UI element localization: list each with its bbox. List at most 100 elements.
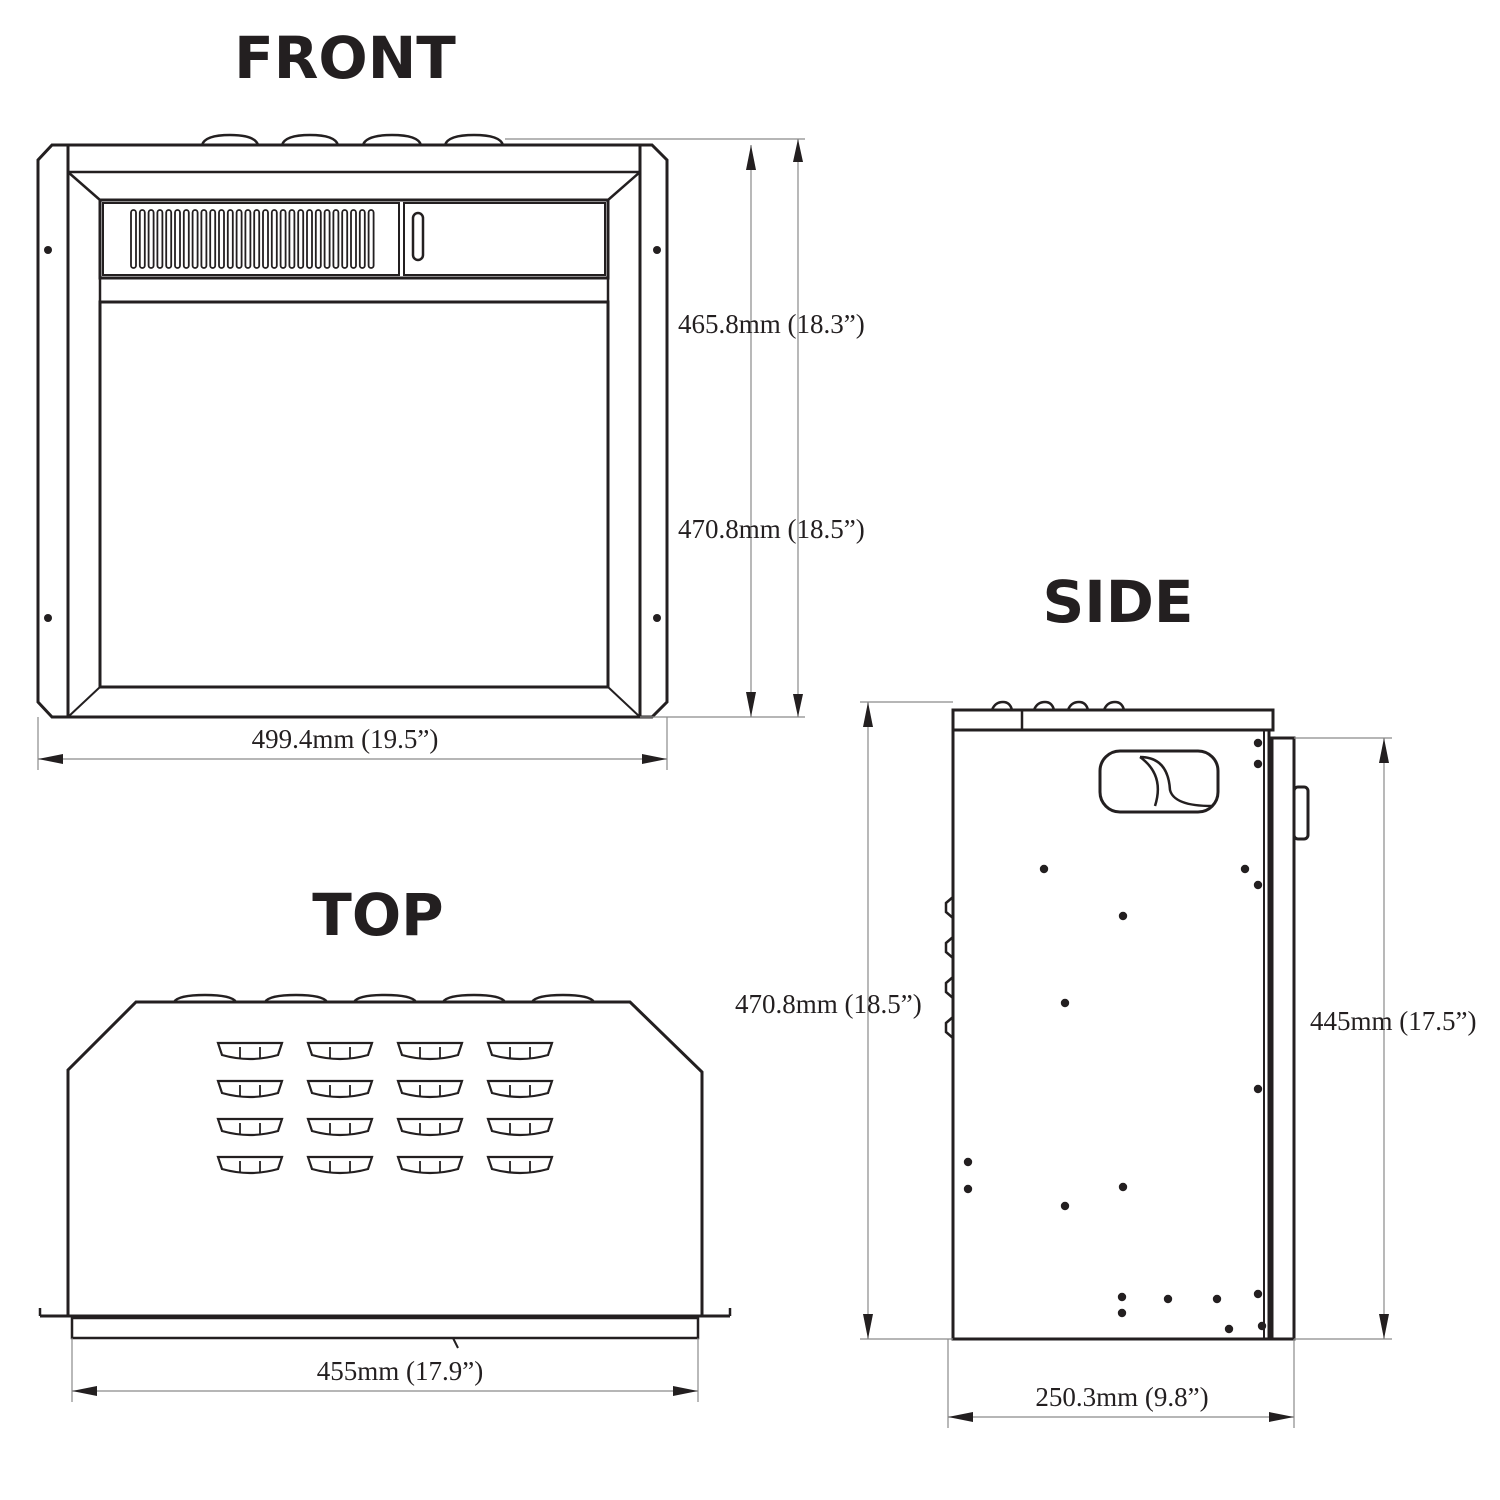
side-dim-height-inner: 445mm (17.5”) bbox=[1310, 1006, 1476, 1036]
vent-louvre bbox=[306, 1117, 374, 1137]
front-dim-width: 499.4mm (19.5”) bbox=[252, 724, 439, 754]
side-dimension-lines bbox=[860, 701, 1392, 1428]
front-screw bbox=[44, 246, 52, 254]
vent-slat bbox=[262, 209, 269, 269]
screw-hole bbox=[1224, 1324, 1234, 1334]
vent-slat bbox=[218, 209, 225, 269]
vent-slat bbox=[297, 209, 305, 269]
front-dimension-lines bbox=[37, 138, 805, 770]
vent-louvre bbox=[486, 1079, 554, 1099]
vent-louvre bbox=[306, 1155, 374, 1175]
vent-louvre bbox=[216, 1041, 284, 1061]
vent-slat bbox=[306, 209, 313, 269]
screw-hole bbox=[963, 1157, 973, 1167]
vent-louvre bbox=[306, 1041, 374, 1061]
side-front-panel bbox=[1270, 736, 1296, 1341]
screw-hole bbox=[963, 1184, 973, 1194]
side-top-knobs bbox=[990, 700, 1126, 711]
screw-hole bbox=[1240, 864, 1250, 874]
vent-slat bbox=[341, 209, 349, 269]
vent-slat bbox=[200, 209, 208, 269]
screw-hole bbox=[1039, 864, 1049, 874]
top-knobs bbox=[172, 993, 596, 1003]
side-dim-depth: 250.3mm (9.8”) bbox=[1035, 1382, 1208, 1412]
front-title: FRONT bbox=[234, 24, 456, 92]
vent-louvre bbox=[486, 1041, 554, 1061]
front-screw bbox=[653, 614, 661, 622]
front-heater-vent bbox=[130, 209, 375, 269]
top-outline bbox=[38, 993, 732, 1349]
side-back-tabs bbox=[944, 896, 954, 1039]
front-dim-height-inner: 465.8mm (18.3”) bbox=[678, 309, 865, 339]
front-body bbox=[66, 143, 642, 719]
vent-slat bbox=[156, 209, 164, 269]
screw-hole bbox=[1253, 738, 1263, 748]
screw-hole bbox=[1253, 1289, 1263, 1299]
vent-slat bbox=[350, 209, 357, 269]
vent-slat bbox=[209, 209, 217, 269]
vent-slat bbox=[314, 209, 322, 269]
front-screen bbox=[98, 300, 610, 689]
top-view: TOP 455mm (17.9”) bbox=[38, 881, 732, 1402]
vent-louvre bbox=[396, 1079, 464, 1099]
screw-hole bbox=[1163, 1294, 1173, 1304]
vent-louvre bbox=[396, 1155, 464, 1175]
top-dim-width: 455mm (17.9”) bbox=[317, 1356, 483, 1386]
vent-slat bbox=[165, 209, 173, 269]
screw-hole bbox=[1117, 1308, 1127, 1318]
side-top-rail bbox=[951, 708, 1275, 732]
front-view: FRONT bbox=[36, 24, 865, 770]
vent-slat bbox=[367, 209, 375, 269]
screw-hole bbox=[1253, 880, 1263, 890]
front-outline bbox=[36, 133, 669, 719]
screw-hole bbox=[1212, 1294, 1222, 1304]
vent-slat bbox=[182, 209, 190, 269]
top-dimension-lines bbox=[71, 1338, 699, 1402]
screw-hole bbox=[1253, 759, 1263, 769]
side-view: SIDE bbox=[735, 568, 1476, 1428]
top-vent-grid bbox=[216, 1041, 554, 1175]
screw-hole bbox=[1257, 1321, 1267, 1331]
vent-slat bbox=[174, 209, 181, 269]
vent-slat bbox=[288, 209, 296, 269]
top-body bbox=[66, 1000, 704, 1316]
front-top-knobs bbox=[200, 133, 505, 146]
vent-slat bbox=[244, 209, 252, 269]
front-screw bbox=[44, 614, 52, 622]
vent-louvre bbox=[396, 1041, 464, 1061]
screw-hole bbox=[1118, 1182, 1128, 1192]
vent-slat bbox=[147, 209, 155, 269]
vent-slat bbox=[235, 209, 243, 269]
vent-slat bbox=[358, 209, 366, 269]
side-title: SIDE bbox=[1042, 568, 1193, 636]
side-switch bbox=[1292, 785, 1310, 841]
front-screw bbox=[653, 246, 661, 254]
vent-louvre bbox=[486, 1117, 554, 1137]
vent-slat bbox=[332, 209, 340, 269]
screw-hole bbox=[1060, 998, 1070, 1008]
screw-hole bbox=[1117, 1292, 1127, 1302]
side-dim-height-outer: 470.8mm (18.5”) bbox=[735, 989, 922, 1019]
front-control-panel bbox=[98, 198, 610, 280]
vent-louvre bbox=[306, 1079, 374, 1099]
vent-louvre bbox=[486, 1155, 554, 1175]
side-rear-outlet bbox=[1098, 749, 1220, 814]
screw-hole bbox=[1060, 1201, 1070, 1211]
vent-louvre bbox=[216, 1117, 284, 1137]
vent-louvre bbox=[396, 1117, 464, 1137]
front-dim-height-outer: 470.8mm (18.5”) bbox=[678, 514, 865, 544]
vent-slat bbox=[138, 209, 146, 269]
side-screw-holes bbox=[963, 738, 1267, 1334]
vent-slat bbox=[270, 209, 278, 269]
vent-louvre bbox=[216, 1079, 284, 1099]
vent-slat bbox=[226, 209, 234, 269]
vent-slat bbox=[191, 209, 199, 269]
side-body bbox=[951, 728, 1271, 1341]
vent-slat bbox=[253, 209, 261, 269]
vent-slat bbox=[323, 209, 331, 269]
screw-hole bbox=[1118, 911, 1128, 921]
front-left-bracket bbox=[36, 143, 68, 719]
front-power-switch bbox=[411, 211, 425, 262]
front-right-bracket bbox=[640, 143, 669, 719]
